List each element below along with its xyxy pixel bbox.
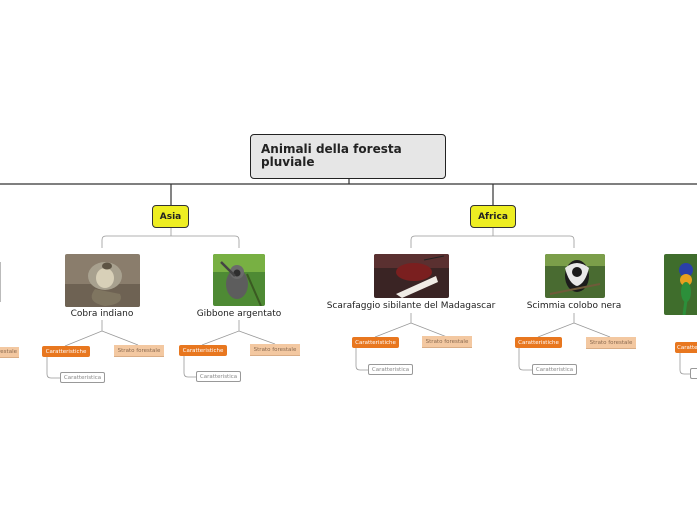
forest-layer-tag[interactable]: Strato forestale	[250, 344, 300, 356]
cobra-photo	[65, 254, 140, 307]
animal-name-cobra[interactable]: Cobra indiano	[70, 309, 134, 319]
forest-layer-tag[interactable]: Strato forestale	[586, 337, 636, 349]
characteristic-item[interactable]: Caratteristica	[368, 364, 413, 375]
forest-layer-tag-partial[interactable]: orestale	[0, 347, 19, 358]
animal-name-gibbon[interactable]: Gibbone argentato	[196, 309, 282, 319]
characteristics-tag[interactable]: Caratteristiche	[352, 337, 399, 348]
animal-name-colobus[interactable]: Scimmia colobo nera	[526, 301, 622, 311]
forest-layer-tag[interactable]: Strato forestale	[114, 345, 164, 357]
characteristic-item[interactable]: Caratteristica	[196, 371, 241, 382]
region-label: Asia	[159, 211, 182, 222]
characteristics-tag[interactable]: Caratteristiche	[515, 337, 562, 348]
photo-edge-partial	[0, 262, 1, 302]
cockroach-photo	[374, 254, 449, 298]
region-asia[interactable]: Asia	[152, 205, 189, 228]
region-africa[interactable]: Africa	[470, 205, 516, 228]
characteristic-item[interactable]: Caratteristica	[532, 364, 577, 375]
gibbon-photo	[213, 254, 265, 306]
characteristic-item[interactable]: Caratteristica	[60, 372, 105, 383]
characteristics-tag-partial[interactable]: Caratteristiche	[675, 342, 697, 353]
characteristic-item-partial[interactable]	[690, 368, 697, 379]
colobus-photo	[545, 254, 605, 298]
root-topic[interactable]: Animali della foresta pluviale	[250, 134, 446, 179]
region-label: Africa	[478, 211, 508, 222]
root-title: Animali della foresta pluviale	[261, 142, 402, 169]
animal-name-cockroach[interactable]: Scarafaggio sibilante del Madagascar	[326, 301, 496, 311]
parrot-photo-partial	[664, 254, 697, 315]
forest-layer-tag[interactable]: Strato forestale	[422, 336, 472, 348]
characteristics-tag[interactable]: Caratteristiche	[42, 346, 90, 357]
characteristics-tag[interactable]: Caratteristiche	[179, 345, 227, 356]
